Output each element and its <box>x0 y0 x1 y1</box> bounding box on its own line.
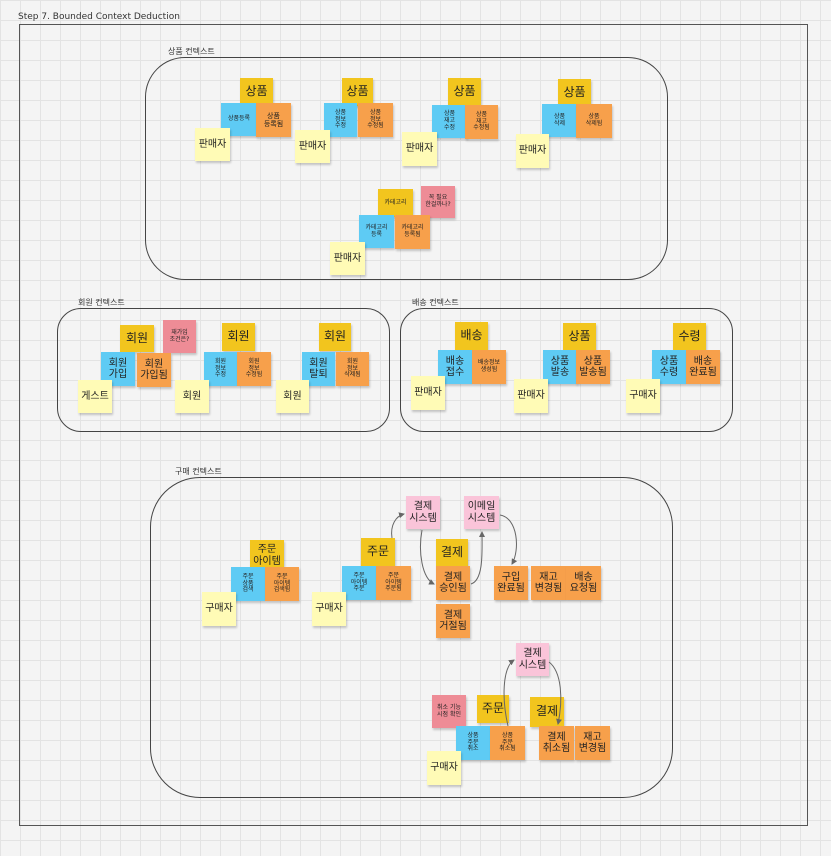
event-note[interactable]: 배송 요청됨 <box>566 566 601 600</box>
arrow-approved-to-email <box>470 531 486 585</box>
event-note[interactable]: 상품 주문 취소됨 <box>490 726 525 760</box>
aggregate-note[interactable]: 카테고리 <box>378 189 413 217</box>
actor-note[interactable]: 게스트 <box>78 380 112 413</box>
actor-note[interactable]: 구매자 <box>202 592 236 626</box>
event-note[interactable]: 상품 발송됨 <box>576 350 610 384</box>
aggregate-note[interactable]: 회원 <box>120 325 154 352</box>
command-note[interactable]: 상품 재고 수정 <box>432 105 467 138</box>
external-system-note[interactable]: 이메일 시스템 <box>464 496 499 529</box>
actor-note[interactable]: 판매자 <box>195 128 230 161</box>
event-note[interactable]: 배송정보 생성됨 <box>472 350 506 384</box>
context-label-member: 회원 컨텍스트 <box>78 298 125 307</box>
external-system-note[interactable]: 결제 시스템 <box>516 643 549 676</box>
context-product <box>145 57 668 280</box>
aggregate-note[interactable]: 결제 <box>436 539 468 567</box>
command-note[interactable]: 상품 주문 취소 <box>456 726 490 760</box>
command-note[interactable]: 회원 정보 수정 <box>204 352 237 386</box>
actor-note[interactable]: 구매자 <box>312 592 346 626</box>
issue-note[interactable]: 꼭 필요 한걸까나? <box>421 186 455 218</box>
command-note[interactable]: 주문 아이템 주문 <box>342 566 376 600</box>
issue-note[interactable]: 취소 기능 시점 확인 <box>432 695 466 728</box>
event-note[interactable]: 재고 변경됨 <box>575 726 610 760</box>
actor-note[interactable]: 회원 <box>175 380 209 413</box>
actor-note[interactable]: 구매자 <box>427 751 461 785</box>
external-system-note[interactable]: 결제 시스템 <box>406 496 440 529</box>
aggregate-note[interactable]: 회원 <box>319 323 351 351</box>
context-delivery <box>400 308 733 432</box>
issue-note[interactable]: 재가입 조건은? <box>163 320 196 353</box>
context-label-purchase: 구매 컨텍스트 <box>175 467 222 476</box>
arrow-order-to-payment <box>391 512 405 539</box>
event-note[interactable]: 회원 가입됨 <box>137 353 171 387</box>
command-note[interactable]: 상품 삭제 <box>542 104 577 137</box>
command-note[interactable]: 주문 상품 검색 <box>231 567 265 601</box>
event-note[interactable]: 결제 취소됨 <box>539 726 574 760</box>
aggregate-note[interactable]: 주문 <box>477 695 509 723</box>
event-note[interactable]: 주문 아이템 주문됨 <box>376 566 411 600</box>
aggregate-note[interactable]: 상품 <box>558 79 591 107</box>
event-note[interactable]: 회원 정보 삭제됨 <box>336 352 369 386</box>
event-note[interactable]: 결제 승인됨 <box>436 566 470 600</box>
context-label-delivery: 배송 컨텍스트 <box>412 298 459 307</box>
event-note[interactable]: 상품 삭제됨 <box>576 104 612 138</box>
context-member <box>57 308 390 432</box>
aggregate-note[interactable]: 수령 <box>673 323 706 351</box>
aggregate-note[interactable]: 주문 <box>361 538 395 566</box>
command-note[interactable]: 상품 정보 수정 <box>324 103 357 137</box>
actor-note[interactable]: 판매자 <box>402 132 437 166</box>
aggregate-note[interactable]: 상품 <box>342 78 373 106</box>
arrow-cancel-to-payment-system <box>503 659 515 727</box>
arrow-payment-system-to-cancelled <box>548 661 562 725</box>
event-note[interactable]: 구입 완료됨 <box>494 566 528 600</box>
event-note[interactable]: 상품 재고 수정됨 <box>465 105 498 139</box>
actor-note[interactable]: 판매자 <box>516 134 549 168</box>
event-note[interactable]: 재고 변경됨 <box>531 566 566 600</box>
arrow-payment-to-approved <box>420 529 435 585</box>
actor-note[interactable]: 회원 <box>276 380 309 413</box>
context-label-product: 상품 컨텍스트 <box>168 47 215 56</box>
event-note[interactable]: 주문 아이템 검색됨 <box>265 567 299 601</box>
command-note[interactable]: 상품 발송 <box>543 350 577 384</box>
actor-note[interactable]: 구매자 <box>626 379 660 413</box>
aggregate-note[interactable]: 주문 아이템 <box>250 540 284 571</box>
event-note[interactable]: 배송 완료됨 <box>686 350 720 384</box>
actor-note[interactable]: 판매자 <box>411 376 445 410</box>
actor-note[interactable]: 판매자 <box>514 379 548 413</box>
event-note[interactable]: 회원 정보 수정됨 <box>237 352 271 386</box>
aggregate-note[interactable]: 상품 <box>448 78 481 106</box>
event-note[interactable]: 상품 등록됨 <box>256 103 291 137</box>
aggregate-note[interactable]: 상품 <box>563 323 596 351</box>
aggregate-note[interactable]: 상품 <box>240 78 273 106</box>
aggregate-note[interactable]: 회원 <box>222 323 255 351</box>
aggregate-note[interactable]: 배송 <box>455 322 488 350</box>
event-note[interactable]: 결제 거절됨 <box>436 604 470 638</box>
event-note[interactable]: 카테고리 등록됨 <box>395 215 430 249</box>
event-note[interactable]: 상품 정보 수정됨 <box>358 103 393 137</box>
command-note[interactable]: 상품 수령 <box>652 350 686 384</box>
actor-note[interactable]: 판매자 <box>330 242 365 275</box>
diagram-title: Step 7. Bounded Context Deduction <box>18 12 180 22</box>
arrow-email-to-purchase-complete <box>499 514 518 565</box>
actor-note[interactable]: 판매자 <box>295 130 330 163</box>
context-purchase <box>150 477 673 798</box>
board-frame <box>19 24 808 826</box>
